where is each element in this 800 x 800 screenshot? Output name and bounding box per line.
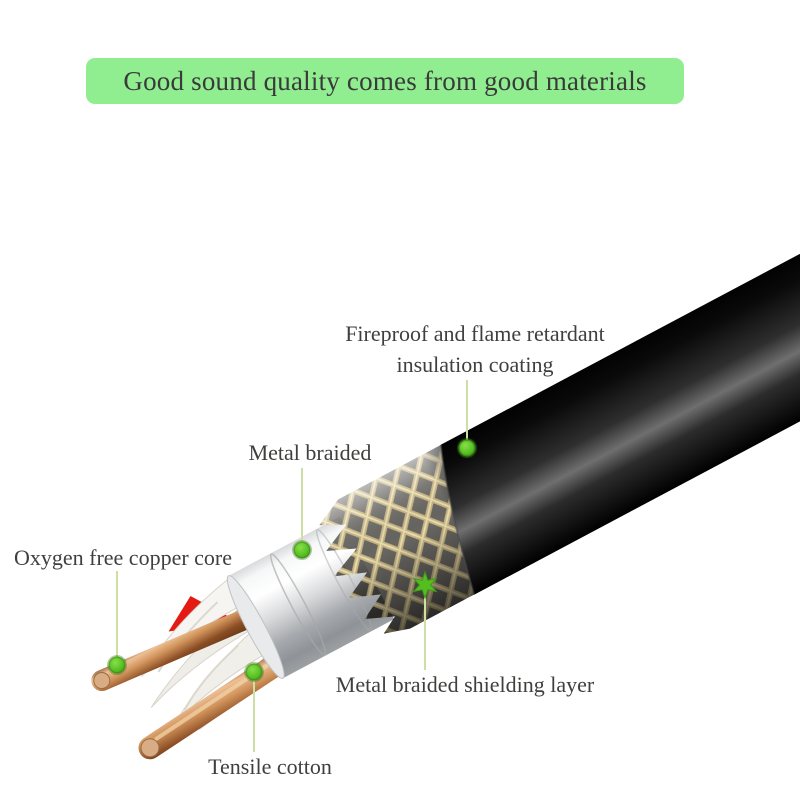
headline-banner: Good sound quality comes from good mater… [86,58,684,104]
headline-text: Good sound quality comes from good mater… [123,65,647,96]
markers [107,438,477,682]
marker-dot-insulation [457,438,477,458]
label-tensile-cotton: Tensile cotton [208,754,332,779]
leader-lines [116,380,468,752]
marker-dot-braided [292,540,312,560]
label-insulation-coating: Fireproof and flame retardant insulation… [345,321,605,377]
label-metal-braided: Metal braided [248,440,372,465]
cable-jacket [439,144,800,595]
marker-dot-cotton [244,662,264,682]
marker-star-shield [412,570,438,600]
label-oxygen-free-copper-core: Oxygen free copper core [13,545,233,570]
label-metal-braided-shielding-layer: Metal braided shielding layer [335,672,595,697]
marker-dot-copper [107,655,127,675]
copper-wire-upper [91,609,255,692]
